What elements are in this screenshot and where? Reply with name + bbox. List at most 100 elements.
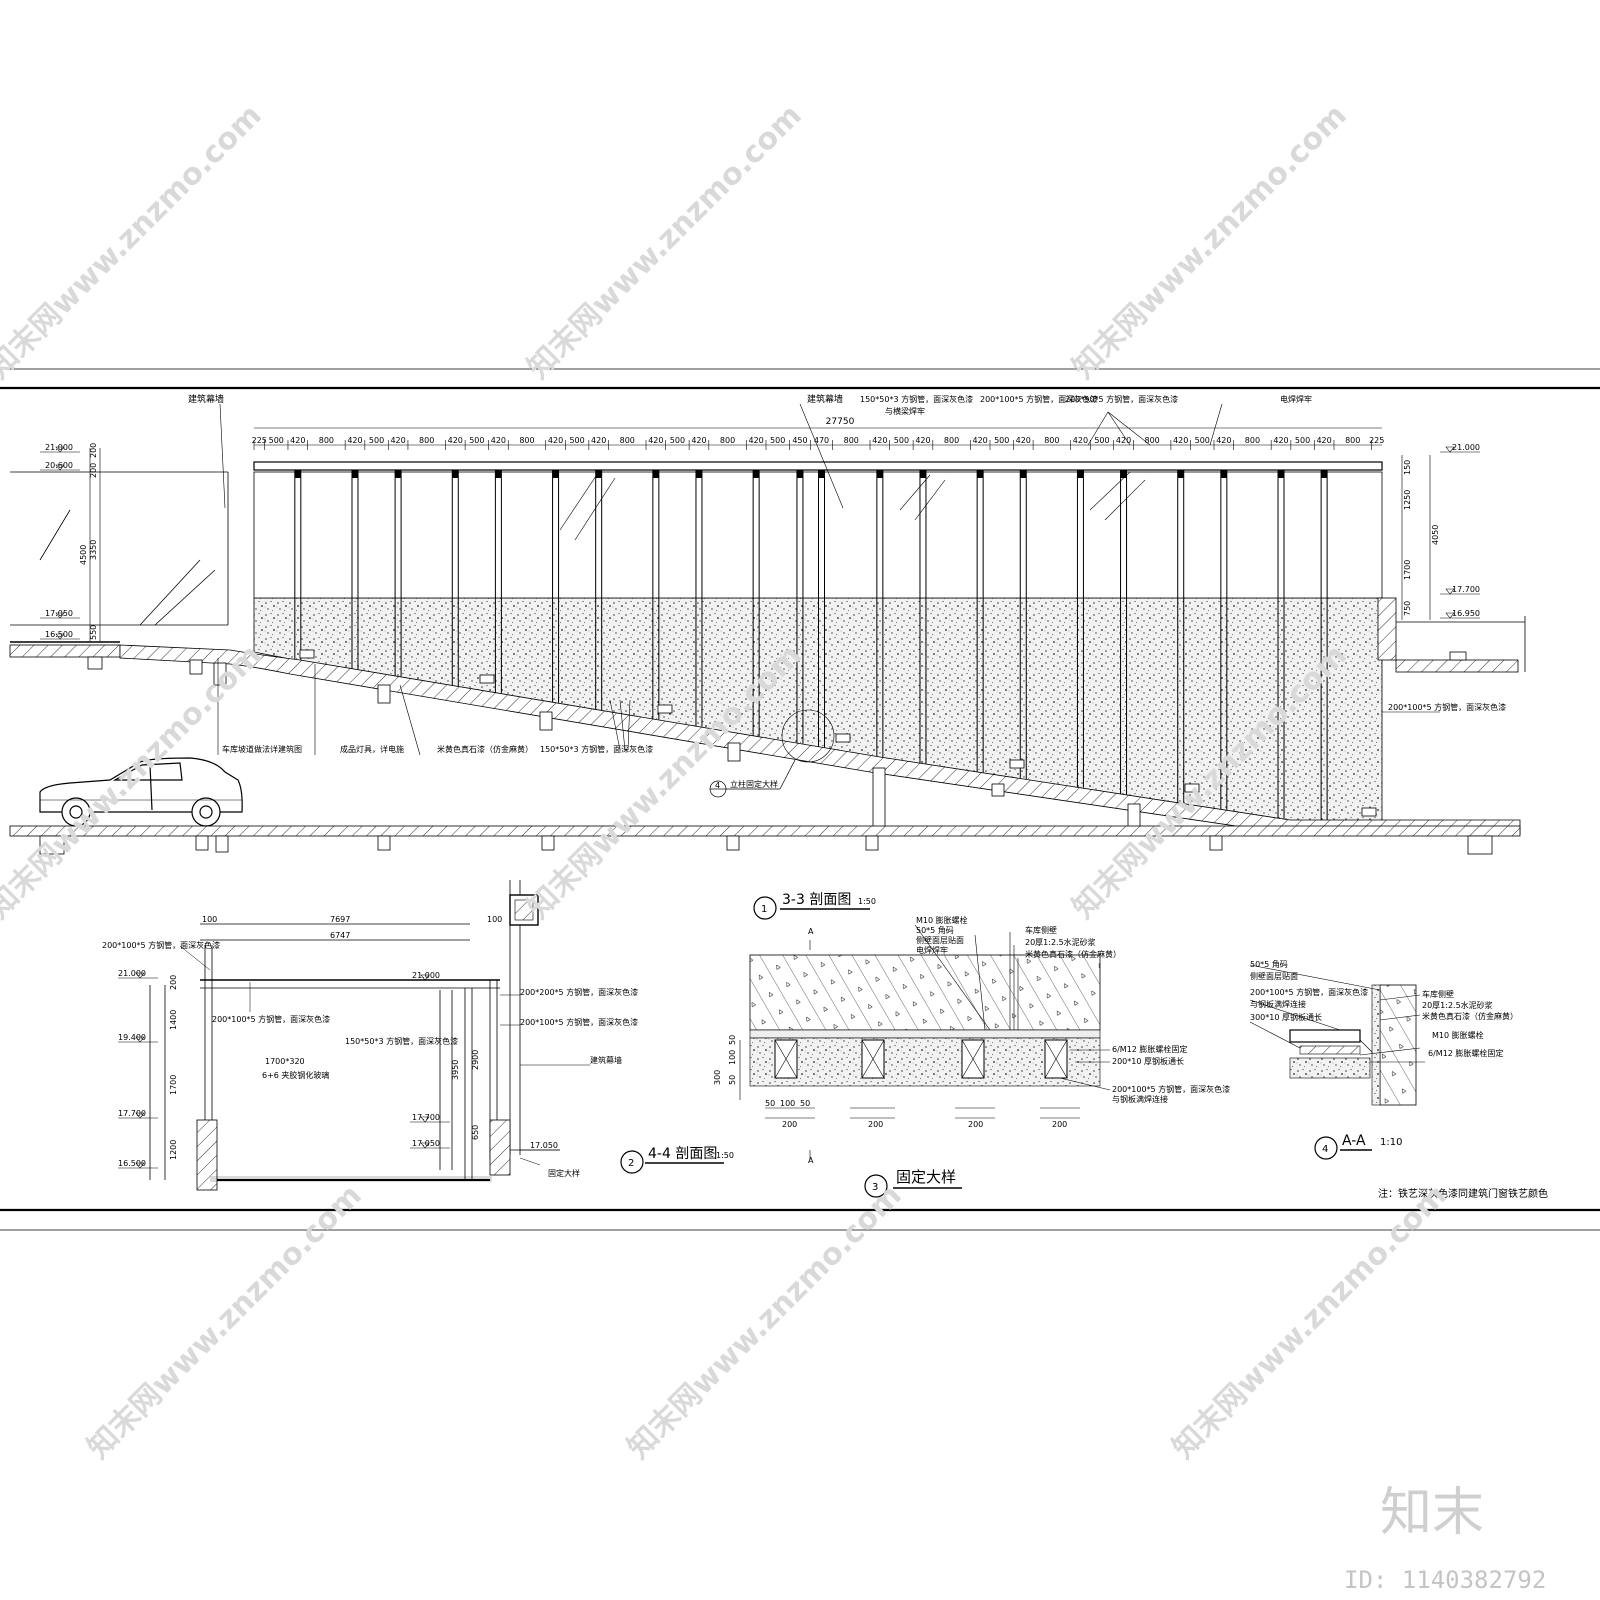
section-title: 4-4 剖面图: [648, 1146, 717, 1162]
dim-label: 750: [1403, 601, 1412, 616]
section-scale: 1:50: [716, 1151, 734, 1160]
level-label: 21.000: [1452, 443, 1480, 452]
post-cap: [395, 470, 402, 478]
glass-reflections: [559, 469, 1146, 541]
watermark-text: 知末网www.znzmo.com: [621, 1178, 909, 1466]
post-cap: [695, 470, 702, 478]
section-number: 1: [761, 904, 767, 915]
callout-label: 与钢板满焊连接: [1250, 999, 1306, 1009]
dim-segment: 420: [347, 436, 362, 445]
dim-segment: 420: [1073, 436, 1088, 445]
callout-label: 300*10 厚钢板通长: [1250, 1012, 1322, 1022]
callout-label: 车库侧壁: [1025, 925, 1057, 935]
dim-segment: 800: [720, 436, 735, 445]
callout-label: 200*100*5 方钢管，面深灰色漆: [102, 940, 220, 950]
dim-segment: 500: [269, 436, 284, 445]
dim-segment: 500: [1094, 436, 1109, 445]
post-cap: [1220, 470, 1227, 478]
post-cap: [796, 470, 803, 478]
watermark-text: 知末网www.znzmo.com: [81, 1178, 369, 1466]
dim-segment: 420: [448, 436, 463, 445]
callout-label: 200*50*5 方钢管，面深灰色漆: [1065, 394, 1178, 404]
dim-segment: 800: [319, 436, 334, 445]
dim-segment: 500: [469, 436, 484, 445]
ramp-elevation: 27750 2255004208004205004208004205004208…: [9, 393, 1526, 855]
right-levels: 21.000 17.700 16.950 150 1250 4050 1700 …: [1401, 443, 1480, 620]
dim-label: 100: [202, 915, 217, 924]
callout-label: 200*100*5 方钢管，面深灰色漆: [520, 1017, 638, 1027]
callout-label: 6/M12 膨胀螺栓固定: [1112, 1044, 1187, 1054]
callout-label: 侧壁面层贴面: [1250, 971, 1298, 981]
callout-label: 建筑幕墙: [807, 393, 843, 405]
section-A-A: 50*5 角码 侧壁面层贴面 200*100*5 方钢管，面深灰色漆 与钢板满焊…: [1249, 959, 1518, 1160]
callout-label: 6+6 夹胶钢化玻璃: [262, 1070, 329, 1080]
dim-segment: 420: [290, 436, 305, 445]
post-cap: [753, 470, 760, 478]
dim-segment: 225: [252, 436, 267, 445]
detail-ref-label: 固定大样: [548, 1168, 580, 1178]
dim-segment: 800: [1245, 436, 1260, 445]
dim-segment: 500: [670, 436, 685, 445]
section-title: 3-3 剖面图: [782, 892, 851, 908]
dim-label: 3350: [89, 540, 98, 560]
level-label: 20.600: [45, 461, 73, 470]
dim-segment: 420: [548, 436, 563, 445]
level-label: 21.000: [118, 969, 146, 978]
callout-label: 1700*320: [265, 1057, 305, 1066]
dim-label: 100: [728, 1050, 737, 1065]
callout-label: 200*100*5 方钢管，面深灰色漆: [1250, 987, 1368, 997]
dim-segment: 500: [994, 436, 1009, 445]
detail-number: 3: [872, 1182, 878, 1193]
post-cap: [1321, 470, 1328, 478]
dim-label: 2900: [471, 1050, 480, 1070]
dim-segment: 800: [519, 436, 534, 445]
dim-label: 100: [487, 915, 502, 924]
dim-label: 200: [1052, 1120, 1067, 1129]
post-cap: [294, 470, 301, 478]
callout-label: 建筑幕墙: [590, 1055, 622, 1065]
dim-segment: 800: [620, 436, 635, 445]
detail-ref-label: 立柱固定大样: [730, 779, 778, 789]
post-cap: [1278, 470, 1285, 478]
callout-label: 50*5 角码: [916, 925, 954, 935]
post-cap: [495, 470, 502, 478]
post-cap: [818, 470, 825, 478]
dim-segment: 500: [1295, 436, 1310, 445]
callout-label: M10 膨胀螺栓: [916, 915, 968, 925]
dim-segment: 800: [944, 436, 959, 445]
callout-label: 20厚1:2.5水泥砂浆: [1025, 937, 1096, 947]
dim-label: 4050: [1431, 525, 1440, 545]
callout-label: 150*50*3 方钢管，面深灰色漆: [540, 744, 653, 754]
dim-segment: 800: [844, 436, 859, 445]
steel-posts: [294, 470, 1328, 822]
post-cap: [652, 470, 659, 478]
dim-label: 50: [765, 1099, 775, 1108]
dim-segment: 800: [1345, 436, 1360, 445]
dim-segment: 800: [419, 436, 434, 445]
level-label: 17.050: [530, 1141, 558, 1150]
dim-segment: 500: [1195, 436, 1210, 445]
callout-label: 车库侧壁: [1422, 989, 1454, 999]
callout-label: 150*50*3 方钢管，面深灰色漆: [345, 1036, 458, 1046]
dim-label: 200: [169, 975, 178, 990]
callout-label: 200*10 厚钢板通长: [1112, 1056, 1184, 1066]
callout-label: 6/M12 膨胀螺栓固定: [1428, 1048, 1503, 1058]
section-4-4: 7697 6747 100 100 21.000 19.400 17.700 1…: [102, 880, 734, 1191]
callout-label: 200*100*5 方钢管，面深灰色漆: [980, 394, 1098, 404]
dim-segment: 420: [648, 436, 663, 445]
ramp-beams: [189, 659, 1141, 831]
watermark-text: 知末网www.znzmo.com: [1066, 98, 1354, 386]
post-cap: [977, 470, 984, 478]
dim-label: 50: [800, 1099, 810, 1108]
level-label: 21.000: [45, 443, 73, 452]
ground-slab: [9, 825, 1521, 855]
watermark-text: 知末网www.znzmo.com: [1166, 1178, 1454, 1466]
post-cap: [1077, 470, 1084, 478]
dim-segment: 420: [1016, 436, 1031, 445]
left-curtain-wall: [10, 471, 229, 643]
section-3-3: 1 3-3 剖面图 1:50: [713, 892, 1230, 1165]
glass-zone: [253, 471, 1383, 599]
dim-label: 650: [471, 1125, 480, 1140]
callout-label: 与横梁焊牢: [885, 406, 925, 416]
